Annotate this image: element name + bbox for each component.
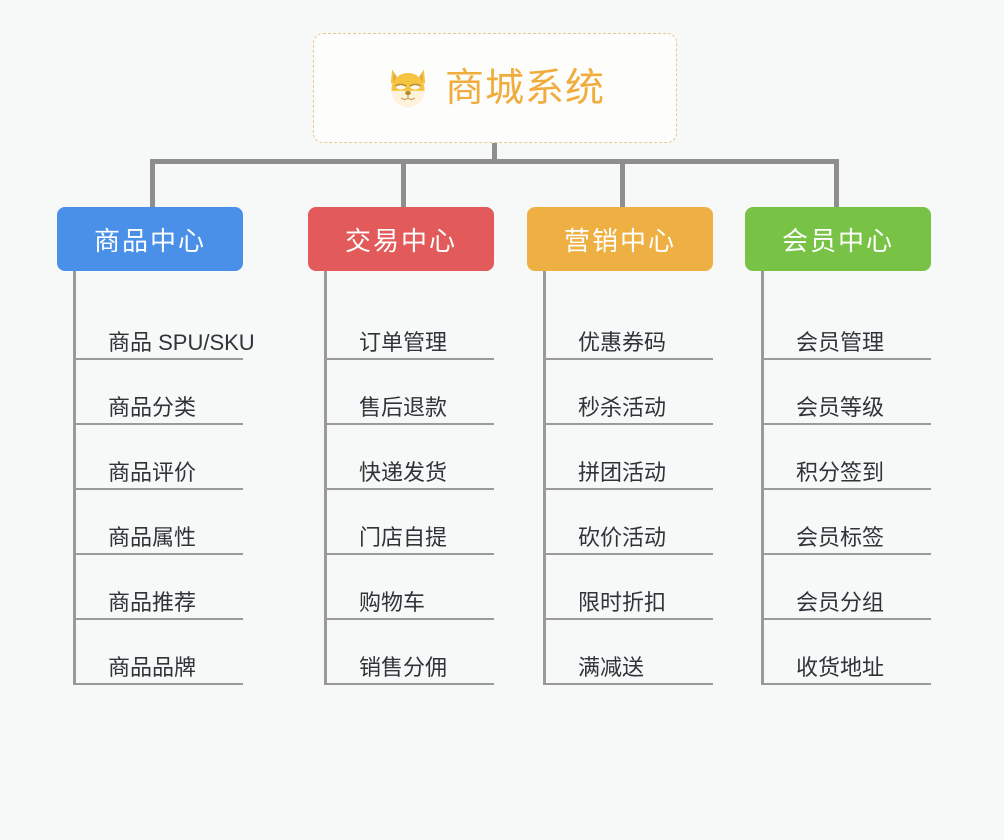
leaf-item[interactable]: 会员标签: [764, 490, 931, 555]
leaf-label: 会员分组: [796, 589, 885, 615]
leaf-item[interactable]: 限时折扣: [546, 555, 713, 620]
drop-connector-1: [150, 159, 155, 207]
leaf-item[interactable]: 商品 SPU/SKU: [76, 295, 255, 360]
leaf-label: 积分签到: [796, 459, 885, 485]
branch-column-2: 交易中心 订单管理 售后退款 快递发货 门店自提 购物车 销售分佣: [308, 207, 494, 685]
leaf-list-1: 商品 SPU/SKU 商品分类 商品评价 商品属性 商品推荐 商品品牌: [73, 271, 255, 685]
category-title-4: 会员中心: [781, 225, 894, 256]
leaf-label: 商品推荐: [108, 589, 197, 615]
category-title-3: 营销中心: [563, 225, 676, 256]
horizontal-connector-bar: [150, 159, 839, 164]
leaf-item[interactable]: 收货地址: [764, 620, 931, 685]
root-title: 商城系统: [444, 66, 605, 110]
leaf-item[interactable]: 购物车: [327, 555, 494, 620]
leaf-label: 砍价活动: [578, 524, 667, 550]
leaf-item[interactable]: 拼团活动: [546, 425, 713, 490]
leaf-label: 订单管理: [359, 329, 448, 355]
leaf-item[interactable]: 售后退款: [327, 360, 494, 425]
leaf-item[interactable]: 商品属性: [76, 490, 243, 555]
category-title-2: 交易中心: [344, 225, 457, 256]
leaf-label: 会员等级: [796, 394, 885, 420]
leaf-label: 满减送: [578, 654, 645, 680]
leaf-item[interactable]: 商品推荐: [76, 555, 243, 620]
category-title-1: 商品中心: [93, 225, 206, 256]
leaf-label: 拼团活动: [578, 459, 667, 485]
branch-column-4: 会员中心 会员管理 会员等级 积分签到 会员标签 会员分组 收货地址: [745, 207, 931, 685]
leaf-item[interactable]: 商品品牌: [76, 620, 243, 685]
leaf-label: 会员管理: [796, 329, 885, 355]
leaf-label: 快递发货: [359, 459, 448, 485]
root-node[interactable]: 商城系统: [313, 33, 677, 143]
leaf-item[interactable]: 快递发货: [327, 425, 494, 490]
leaf-item[interactable]: 会员等级: [764, 360, 931, 425]
leaf-item[interactable]: 门店自提: [327, 490, 494, 555]
leaf-label: 购物车: [359, 589, 426, 615]
leaf-list-4: 会员管理 会员等级 积分签到 会员标签 会员分组 收货地址: [761, 271, 931, 685]
leaf-label: 售后退款: [359, 394, 448, 420]
leaf-label: 秒杀活动: [578, 394, 667, 420]
leaf-label: 商品 SPU/SKU: [108, 329, 255, 355]
root-trunk-connector: [492, 143, 497, 163]
category-header-2[interactable]: 交易中心: [308, 207, 494, 271]
drop-connector-4: [834, 159, 839, 207]
category-header-1[interactable]: 商品中心: [57, 207, 243, 271]
leaf-item[interactable]: 会员分组: [764, 555, 931, 620]
leaf-item[interactable]: 会员管理: [764, 295, 931, 360]
leaf-label: 收货地址: [796, 654, 885, 680]
drop-connector-3: [620, 159, 625, 207]
leaf-item[interactable]: 销售分佣: [327, 620, 494, 685]
leaf-item[interactable]: 砍价活动: [546, 490, 713, 555]
leaf-item[interactable]: 优惠券码: [546, 295, 713, 360]
leaf-label: 门店自提: [359, 524, 448, 550]
leaf-item[interactable]: 积分签到: [764, 425, 931, 490]
leaf-item[interactable]: 秒杀活动: [546, 360, 713, 425]
leaf-label: 会员标签: [796, 524, 885, 550]
leaf-item[interactable]: 商品评价: [76, 425, 243, 490]
leaf-label: 限时折扣: [578, 589, 667, 615]
leaf-label: 商品评价: [108, 459, 197, 485]
drop-connector-2: [401, 159, 406, 207]
dog-face-icon: [390, 69, 426, 108]
leaf-label: 优惠券码: [578, 329, 667, 355]
leaf-list-2: 订单管理 售后退款 快递发货 门店自提 购物车 销售分佣: [324, 271, 494, 685]
leaf-label: 销售分佣: [359, 654, 448, 680]
leaf-label: 商品属性: [108, 524, 197, 550]
branch-column-3: 营销中心 优惠券码 秒杀活动 拼团活动 砍价活动 限时折扣 满减送: [527, 207, 713, 685]
leaf-label: 商品品牌: [108, 654, 197, 680]
leaf-label: 商品分类: [108, 394, 197, 420]
category-header-3[interactable]: 营销中心: [527, 207, 713, 271]
category-header-4[interactable]: 会员中心: [745, 207, 931, 271]
leaf-item[interactable]: 满减送: [546, 620, 713, 685]
branch-column-1: 商品中心 商品 SPU/SKU 商品分类 商品评价 商品属性 商品推荐 商品品牌: [57, 207, 255, 685]
leaf-item[interactable]: 商品分类: [76, 360, 243, 425]
leaf-list-3: 优惠券码 秒杀活动 拼团活动 砍价活动 限时折扣 满减送: [543, 271, 713, 685]
leaf-item[interactable]: 订单管理: [327, 295, 494, 360]
